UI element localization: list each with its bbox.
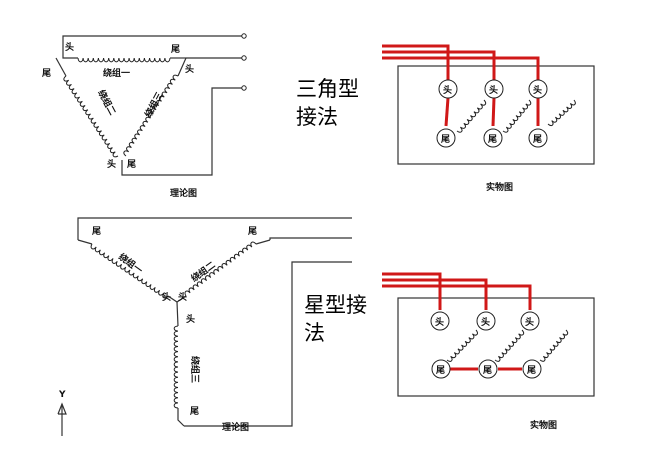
delta-terminal-tail-1: [436, 128, 456, 148]
delta-terminal-tail-1-label: 尾: [440, 134, 450, 145]
star-head-label-1: 头: [162, 291, 171, 303]
star-supply-2: [269, 237, 352, 240]
delta-link-b: [491, 97, 496, 127]
star-neutral-3: [176, 301, 179, 327]
delta-supply-3: [121, 87, 242, 176]
star-terminal-tail-3-label: 尾: [526, 365, 536, 376]
delta-theory-diagram: 头 尾 尾 头 头 尾 绕组一 绕组二 绕组三 理论图: [41, 33, 247, 199]
star-winding-2-coil: [184, 241, 257, 297]
star-terminal-head-3-label: 头: [525, 316, 534, 328]
delta-tail-label-1: 尾: [170, 44, 180, 55]
star-lead-1: [77, 239, 93, 245]
star-physical-diagram: 头 头 头 尾 尾 尾 实物图: [382, 272, 595, 431]
delta-terminal-head-3: [528, 79, 548, 99]
star-winding-1-coil: [90, 243, 169, 299]
star-terminal-head-2-label: 头: [481, 316, 490, 328]
star-neutral-1: [167, 295, 178, 303]
delta-supply-line-3: [382, 56, 540, 80]
delta-winding-2-coil: [63, 75, 119, 158]
delta-lead-1: [62, 42, 78, 59]
star-tail-label-1: 尾: [91, 226, 101, 237]
delta-physical-caption: 实物图: [486, 181, 513, 193]
y-axis-arrow-icon: [57, 402, 67, 415]
delta-link-right: [177, 57, 187, 77]
star-winding-1-label: 绕组一: [116, 251, 145, 277]
star-terminal-box: [397, 297, 595, 397]
star-title-line-1: 星型接: [304, 293, 367, 317]
y-axis-marker: Y: [57, 390, 67, 436]
star-winding-3-label: 绕组三: [189, 356, 201, 383]
star-terminal-tail-1: [431, 359, 451, 379]
delta-supply-terminal-1: [241, 33, 247, 39]
star-supply-1: [77, 217, 352, 240]
delta-terminal-head-1-label: 头: [443, 84, 452, 96]
star-supply-line-3: [382, 284, 532, 310]
star-lead-2: [255, 239, 271, 245]
star-winding-3-coil: [173, 325, 179, 409]
delta-terminal-tail-3-label: 尾: [532, 134, 542, 145]
star-physical-coil-2: [494, 329, 525, 362]
star-head-label-3: 头: [186, 313, 195, 325]
delta-title-line-1: 三角型: [296, 77, 359, 101]
star-winding-2-label: 绕组二: [189, 259, 218, 285]
delta-winding-3-coil: [123, 74, 179, 157]
delta-winding-1-coil: [77, 57, 171, 63]
star-theory-caption: 理论图: [222, 421, 249, 433]
star-physical-coil-3: [539, 329, 569, 362]
star-tail-label-2: 尾: [247, 226, 257, 237]
delta-terminal-head-2-label: 头: [489, 84, 498, 96]
star-head-label-2: 头: [178, 291, 187, 303]
delta-winding-2-label: 绕组二: [95, 88, 118, 117]
star-terminal-tail-2-label: 尾: [482, 365, 492, 376]
delta-winding-1-label: 绕组一: [103, 67, 130, 79]
delta-link-left: [55, 57, 67, 77]
star-terminal-head-2: [476, 311, 496, 331]
y-axis-label: Y: [58, 390, 66, 400]
delta-supply-terminal-3: [241, 85, 247, 91]
delta-link-a: [444, 97, 450, 127]
delta-terminal-head-2: [484, 79, 504, 99]
delta-physical-diagram: 头 头 头 尾 尾 尾 实物图: [382, 44, 595, 193]
delta-tail-label-2: 尾: [41, 68, 51, 79]
delta-supply-line-2: [382, 50, 496, 80]
delta-head-label-1: 头: [65, 41, 74, 53]
delta-supply-terminal-2: [241, 55, 247, 61]
delta-physical-coil-3: [547, 99, 576, 126]
delta-physical-coil-2: [502, 99, 532, 133]
star-terminal-head-1: [430, 311, 450, 331]
delta-terminal-tail-3: [528, 128, 548, 148]
star-terminal-head-1-label: 头: [435, 316, 444, 328]
star-terminal-tail-2: [478, 359, 498, 379]
delta-terminal-box: [397, 65, 595, 165]
delta-terminal-head-3-label: 头: [533, 84, 542, 96]
star-terminal-head-3: [520, 311, 540, 331]
delta-title-line-2: 接法: [296, 105, 338, 129]
star-supply-3: [184, 261, 352, 427]
delta-supply-line-1: [382, 44, 450, 80]
delta-terminal-head-1: [438, 79, 458, 99]
delta-terminal-tail-2-label: 尾: [487, 134, 497, 145]
delta-terminal-tail-2: [483, 128, 503, 148]
star-terminal-tail-1-label: 尾: [435, 365, 445, 376]
star-tail-label-3: 尾: [189, 406, 199, 417]
delta-winding-3-label: 绕组三: [142, 90, 165, 119]
star-lead-3: [177, 408, 185, 427]
delta-physical-coil-1: [456, 99, 487, 133]
star-title-line-2: 法: [304, 321, 325, 345]
delta-head-label-3: 头: [107, 158, 116, 170]
delta-head-label-2: 头: [185, 63, 194, 75]
star-supply-line-2: [382, 278, 488, 310]
star-supply-line-1: [382, 272, 442, 310]
star-physical-caption: 实物图: [530, 419, 557, 431]
star-terminal-tail-3: [522, 359, 542, 379]
delta-theory-caption: 理论图: [170, 187, 197, 199]
star-physical-coil-1: [446, 329, 478, 362]
delta-tail-label-3: 尾: [126, 159, 136, 170]
delta-supply-1: [62, 35, 242, 42]
star-neutral-2: [176, 295, 187, 303]
